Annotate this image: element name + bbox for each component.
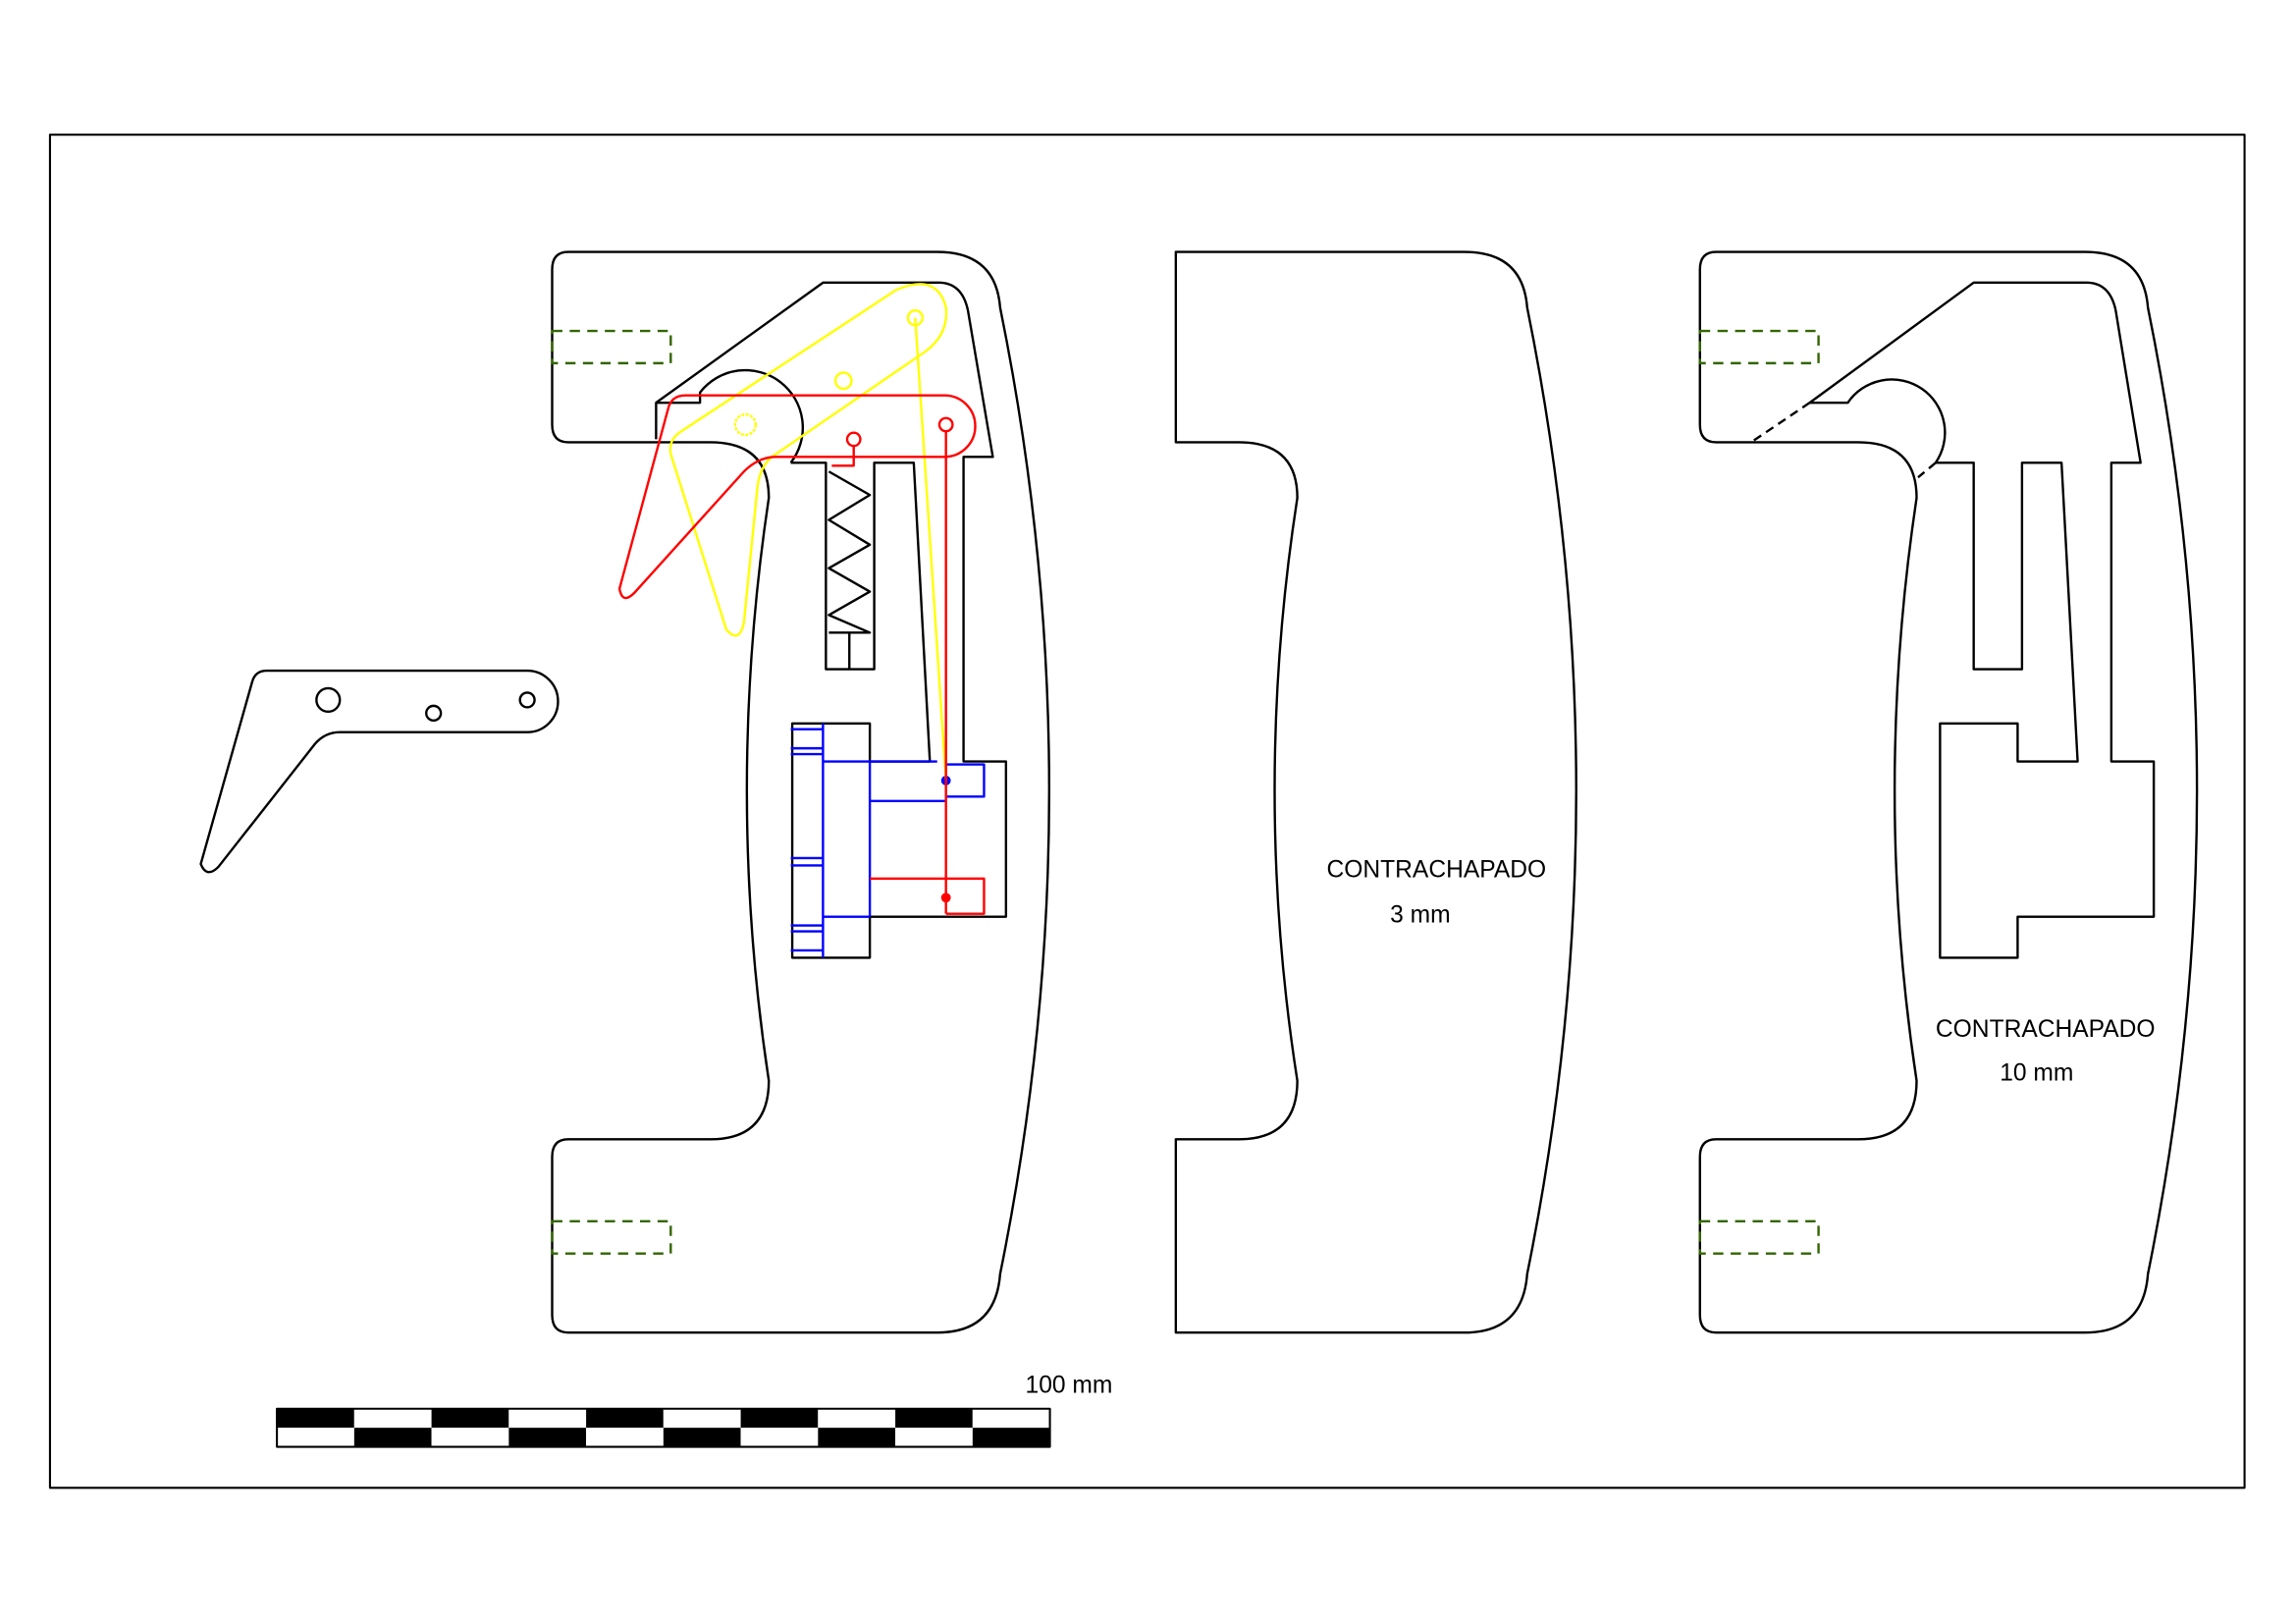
scale-bar-segment [277, 1428, 354, 1447]
lever-hole [425, 704, 443, 722]
scale-bar-segment [740, 1408, 819, 1429]
part-10mm-material: CONTRACHAPADO [1936, 1016, 2156, 1043]
part-assembly-cavity [655, 281, 1008, 959]
blue-mechanism [790, 723, 986, 958]
scale-bar-segment [663, 1408, 741, 1429]
scale-bar-segment [353, 1428, 432, 1447]
part-10mm-thickness: 10 mm [2000, 1060, 2073, 1087]
part-10mm-cavity [1808, 281, 2156, 959]
scale-bar-segment [508, 1428, 587, 1447]
scale-bar-segment [895, 1428, 973, 1447]
red-pin [940, 893, 951, 903]
loose-lever-part [199, 669, 560, 874]
scale-bar-segment [818, 1408, 896, 1429]
scale-bar-segment [431, 1408, 509, 1429]
scale-bar-segment [818, 1428, 896, 1447]
hidden-slot-bottom [1698, 1219, 1820, 1255]
scale-bar-border [276, 1407, 1051, 1448]
scale-bar-segment [586, 1428, 664, 1447]
part-3mm: CONTRACHAPADO 3 mm [1174, 250, 1577, 1334]
red-lever [617, 394, 986, 915]
scale-bar-segment [277, 1408, 354, 1429]
yellow-hole [733, 412, 757, 437]
cut-line [1750, 402, 1937, 479]
scale-bar-segment [895, 1408, 973, 1429]
yellow-lever [668, 283, 948, 782]
hidden-slot-bottom [551, 1219, 672, 1255]
hidden-slot-top [1698, 329, 1820, 365]
scale-bar-segment [663, 1428, 741, 1447]
scale-bar-segment [740, 1428, 819, 1447]
drawing-frame [48, 134, 2246, 1489]
yellow-hole [833, 371, 853, 391]
red-hole [937, 416, 954, 433]
spring [828, 470, 872, 670]
scale-bar-segment [508, 1408, 587, 1429]
part-3mm-material: CONTRACHAPADO [1326, 856, 1546, 883]
hidden-slot-top [551, 329, 672, 365]
scale-bar-segment [431, 1428, 509, 1447]
red-hole [845, 431, 862, 448]
part-3mm-outline [1174, 250, 1577, 1334]
part-10mm: CONTRACHAPADO 10 mm [1698, 250, 2199, 1334]
lever-hole [518, 691, 536, 709]
scale-bar-segment [972, 1408, 1050, 1429]
pivot-arc [655, 368, 805, 464]
part-3mm-thickness: 3 mm [1390, 902, 1450, 929]
scale-bar [276, 1407, 1051, 1448]
part-10mm-outline [1698, 250, 2199, 1334]
scale-bar-segment [353, 1408, 432, 1429]
scale-bar-segment [586, 1408, 664, 1429]
part-assembly [551, 250, 1051, 1334]
scale-bar-segment [972, 1428, 1050, 1447]
part-assembly-outline [551, 250, 1051, 1334]
scale-bar-label: 100 mm [1026, 1372, 1113, 1398]
pivot-arc [1809, 378, 1947, 463]
lever-hole [315, 686, 342, 714]
